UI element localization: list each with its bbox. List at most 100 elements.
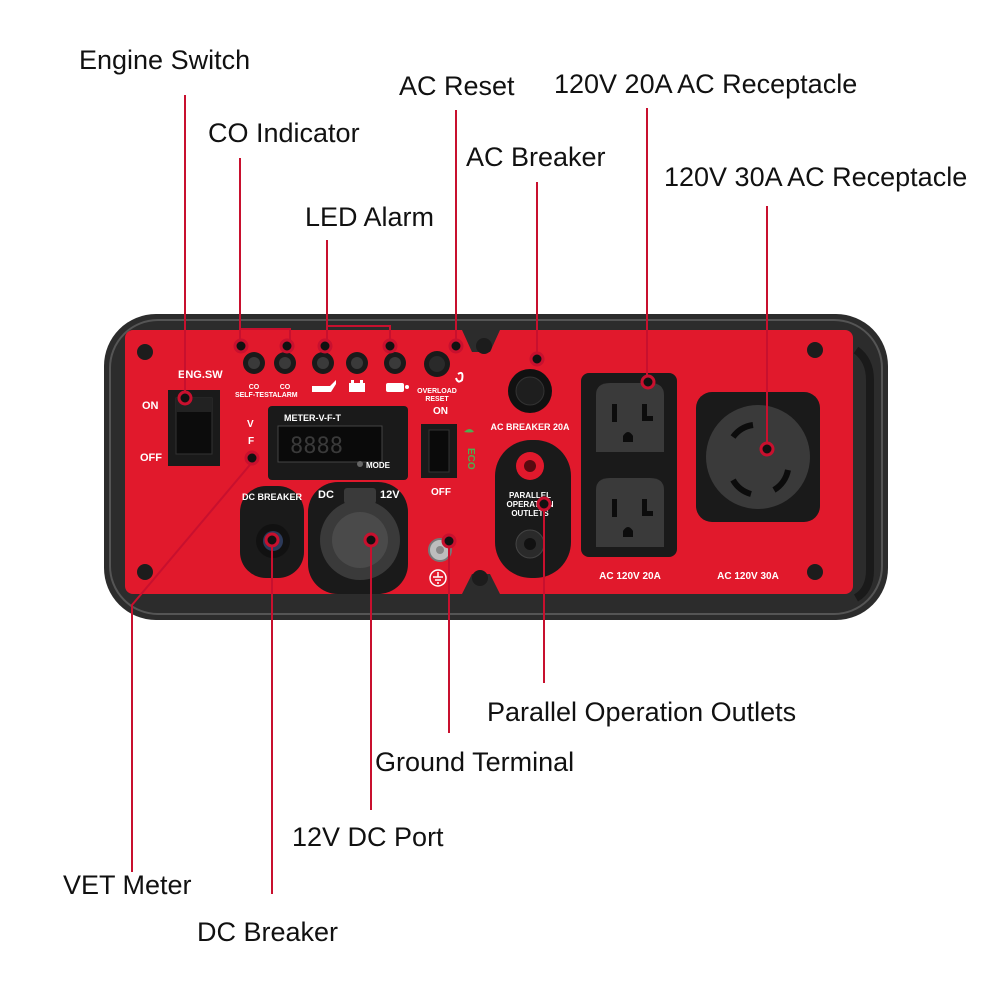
- vet-meter-display: [277, 425, 383, 463]
- parallel-label-line3: OUTLETS: [511, 509, 549, 518]
- meter-title: METER-V-F-T: [284, 413, 341, 423]
- ac-120v-30a-label: AC 120V 30A: [717, 571, 779, 582]
- parallel-outlets-housing: [495, 440, 571, 578]
- screw-icon: [807, 342, 823, 358]
- oil-can-icon: [312, 380, 336, 392]
- co-alarm-label-line2: ALARM: [272, 392, 297, 399]
- co-self-test-label-line2: SELF-TEST: [235, 392, 274, 399]
- co-alarm-led: [274, 352, 296, 374]
- panel-side-handle: [853, 346, 874, 602]
- co-self-test-label-line1: CO: [249, 384, 260, 391]
- receptacle-ground: [623, 527, 633, 537]
- callout-receptacle-20a: 120V 20A AC Receptacle: [554, 69, 857, 99]
- eco-on-label: ON: [433, 406, 448, 417]
- marker-ac-breaker: [529, 351, 545, 367]
- eng-sw-off-label: OFF: [140, 452, 162, 464]
- receptacle-30a-face[interactable]: [706, 405, 810, 509]
- callout-engine-switch: Engine Switch: [79, 45, 250, 75]
- leader-co-bracket: [239, 328, 291, 345]
- callout-ac-breaker: AC Breaker: [466, 142, 606, 172]
- overload-reset-button-cap: [429, 356, 445, 372]
- marker-receptacle-30a: [759, 441, 775, 457]
- marker-parallel-outlets: [536, 496, 552, 512]
- eco-switch-toggle[interactable]: [428, 429, 450, 473]
- ground-terminal-screw-center: [436, 546, 444, 554]
- ac-120v-20a-label: AC 120V 20A: [599, 571, 661, 582]
- reset-hand-icon: [455, 371, 464, 383]
- marker-oil-alarm: [317, 338, 333, 354]
- eco-leaf-icon: [464, 429, 474, 433]
- marker-engine-switch: [177, 390, 193, 406]
- leader-vet-meter: [131, 459, 255, 872]
- callout-ground-terminal: Ground Terminal: [375, 747, 574, 777]
- callout-ac-reset: AC Reset: [399, 71, 515, 101]
- dc-12v-panel-label: 12V: [380, 489, 400, 501]
- receptacle-slot-t: [642, 404, 653, 421]
- output-icon: [386, 383, 409, 392]
- callout-parallel-outlets: Parallel Operation Outlets: [487, 697, 796, 727]
- overload-reset-label-line1: OVERLOAD: [417, 388, 457, 395]
- marker-co-alarm: [279, 338, 295, 354]
- vet-meter-digits: 8888: [290, 434, 343, 459]
- marker-dc-port: [363, 532, 379, 548]
- marker-vet-meter: [244, 450, 260, 466]
- meter-mode-button[interactable]: [357, 461, 363, 467]
- twist-lock-slot: [730, 422, 754, 439]
- ac-breaker-button-cap: [515, 376, 545, 406]
- parallel-outlet-black-hole: [524, 538, 536, 550]
- parallel-label-line1: PARALLEL: [509, 491, 551, 500]
- twist-lock-slot: [730, 478, 752, 497]
- eco-off-label: OFF: [431, 487, 451, 498]
- leader-lines: [131, 95, 768, 894]
- callout-dc-port: 12V DC Port: [292, 822, 444, 852]
- panel-screws: [137, 338, 823, 586]
- callout-co-indicator: CO Indicator: [208, 118, 360, 148]
- screw-icon: [137, 564, 153, 580]
- dc-port-cap-tab: [344, 488, 376, 504]
- output-alarm-led: [384, 352, 406, 374]
- receptacle-20a-upper[interactable]: [596, 383, 664, 452]
- led-indicator-row: [243, 352, 406, 374]
- dc-panel-label: DC: [318, 489, 334, 501]
- marker-ground-terminal: [441, 533, 457, 549]
- marker-receptacle-20a: [640, 374, 656, 390]
- receptacle-slot: [612, 499, 617, 517]
- screw-icon: [476, 338, 492, 354]
- overload-icon: [349, 380, 365, 392]
- panel-frame-highlight: [109, 319, 883, 615]
- eng-sw-label: ENG.SW: [178, 369, 223, 381]
- callout-receptacle-30a: 120V 30A AC Receptacle: [664, 162, 967, 192]
- vft-label-f: F: [248, 436, 254, 447]
- ground-symbol-icon: [429, 569, 447, 587]
- screw-icon: [137, 344, 153, 360]
- receptacle-20a-lower[interactable]: [596, 478, 664, 547]
- receptacle-ground: [623, 432, 633, 442]
- callout-dc-breaker: DC Breaker: [197, 917, 338, 947]
- leader-markers: [177, 338, 775, 549]
- receptacle-slot-t: [642, 499, 653, 516]
- receptacle-slot: [612, 404, 617, 422]
- marker-dc-breaker: [264, 532, 280, 548]
- dc-breaker-panel-label: DC BREAKER: [242, 492, 303, 502]
- co-self-test-led: [243, 352, 265, 374]
- parallel-outlet-red-hole: [524, 460, 536, 472]
- dc-port-cap-inner: [332, 512, 388, 568]
- overload-alarm-led: [346, 352, 368, 374]
- ac-breaker-label: AC BREAKER 20A: [490, 422, 570, 432]
- eng-sw-on-label: ON: [142, 400, 159, 412]
- co-alarm-label-line1: CO: [280, 384, 291, 391]
- oil-alarm-led: [312, 352, 334, 374]
- callout-led-alarm: LED Alarm: [305, 202, 434, 232]
- meter-mode-label: MODE: [366, 461, 391, 470]
- marker-output-alarm: [382, 338, 398, 354]
- parallel-label-line2: OPERATION: [507, 500, 554, 509]
- overload-reset-label-line2: RESET: [425, 396, 449, 403]
- marker-ac-reset: [448, 338, 464, 354]
- callout-vet-meter: VET Meter: [63, 870, 192, 900]
- marker-co-self-test: [233, 338, 249, 354]
- eco-label: ECO: [465, 448, 476, 470]
- twist-lock-slot: [772, 469, 791, 493]
- screw-icon: [807, 564, 823, 580]
